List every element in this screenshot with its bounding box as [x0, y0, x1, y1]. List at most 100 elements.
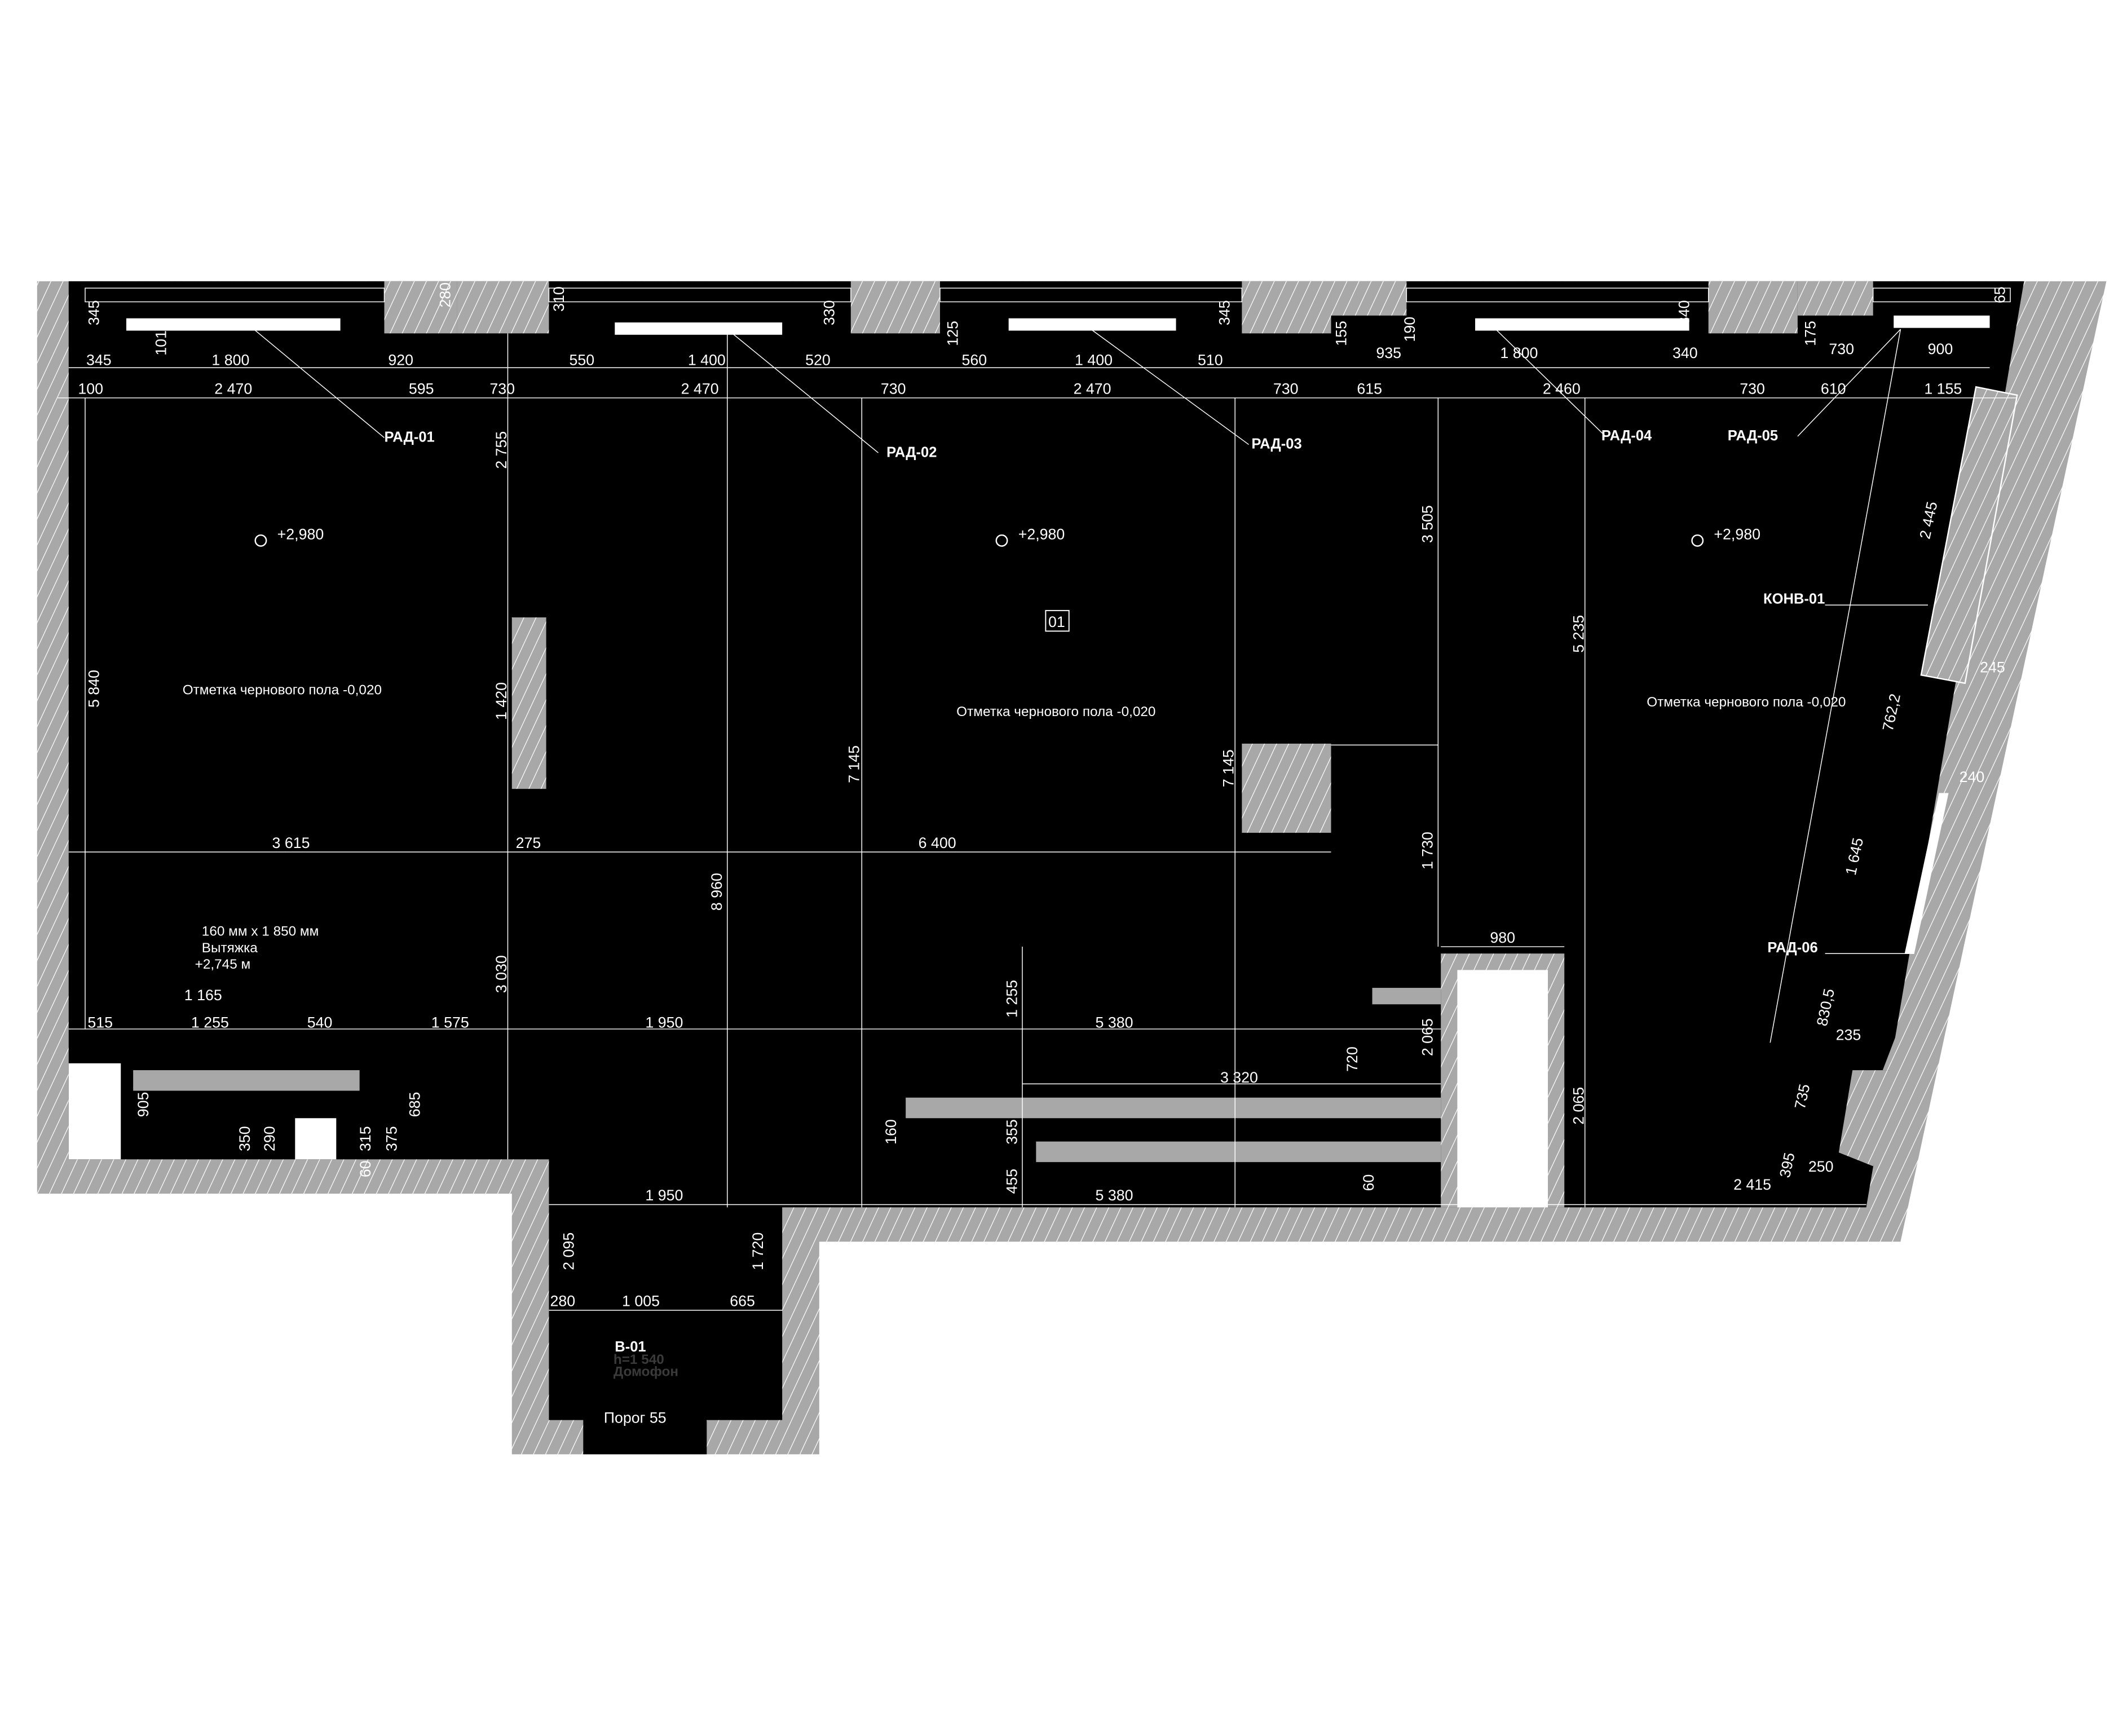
- hood-name: Вытяжка: [202, 940, 258, 956]
- dimension-label: 2 460: [1543, 380, 1581, 397]
- dimension-label: 2 065: [1419, 1018, 1436, 1056]
- dimension-label: 685: [407, 1092, 423, 1117]
- dimension-label: 330: [821, 300, 838, 325]
- tag-rad-06: РАД-06: [1767, 940, 1817, 956]
- dimension-label: 1 255: [191, 1014, 229, 1031]
- dimension-label: 730: [1740, 380, 1765, 397]
- dimension-label: 900: [1928, 341, 1953, 357]
- niche: [68, 1063, 121, 1160]
- dimension-label: 550: [570, 351, 595, 368]
- dimension-lines: [58, 329, 2018, 1311]
- dimension-label: 1 165: [184, 987, 222, 1004]
- hood-height: +2,745 м: [195, 957, 251, 972]
- windows: [85, 288, 2011, 303]
- dimension-label: 7 145: [845, 745, 862, 783]
- dimension-label: 310: [550, 286, 567, 312]
- intercom-tag: В-01: [615, 1339, 646, 1355]
- radiator-02: [615, 322, 783, 335]
- radiators: [126, 315, 1990, 954]
- shaft: [1457, 970, 1548, 1208]
- dimension-label: 905: [135, 1092, 152, 1117]
- tag-rad-04: РАД-04: [1601, 428, 1652, 444]
- dimension-label: 5 840: [85, 670, 102, 708]
- dimension-label: 175: [1802, 321, 1819, 346]
- tag-rad-01: РАД-01: [384, 430, 434, 445]
- dimension-label: 2 470: [1074, 380, 1111, 397]
- dimension-label: 3 320: [1220, 1069, 1258, 1086]
- dimension-label: 235: [1836, 1027, 1861, 1044]
- dimension-label: 1 400: [1075, 351, 1113, 368]
- dimension-label: 510: [1198, 351, 1223, 368]
- dimension-label: 1 575: [431, 1014, 469, 1031]
- dimension-label: 315: [357, 1126, 374, 1151]
- ceiling-mark: +2,980: [1714, 525, 1760, 542]
- dimension-label: 540: [307, 1014, 333, 1031]
- dimension-label: 340: [1676, 300, 1693, 325]
- dimension-label: 2 415: [1733, 1176, 1771, 1193]
- column: [1242, 743, 1331, 833]
- dimension-label: 455: [1003, 1169, 1020, 1194]
- dimension-label: 5 380: [1096, 1014, 1133, 1031]
- dimension-label: 1 720: [749, 1233, 766, 1270]
- dimension-label: 1 950: [645, 1014, 683, 1031]
- dimension-label: 245: [1980, 659, 2005, 675]
- dimension-label: 340: [1673, 344, 1698, 361]
- dimension-label: 1 005: [622, 1293, 660, 1310]
- floor-mark: Отметка чернового пола -0,020: [183, 682, 382, 697]
- dimension-label: 3 030: [493, 955, 510, 993]
- ceiling-mark: +2,980: [277, 525, 324, 542]
- dimension-label: 125: [945, 321, 961, 346]
- intercom-height: h=1 540: [614, 1352, 664, 1367]
- dimension-label: 1 255: [1003, 980, 1020, 1018]
- radiator-01: [126, 318, 341, 331]
- dims-vertical: 2 755 5 840 1 420 7 145 7 145 3 505 5 23…: [85, 431, 1587, 1270]
- dimension-label: 290: [261, 1126, 278, 1151]
- dimension-label: 100: [78, 380, 103, 397]
- dimension-label: 515: [87, 1014, 113, 1031]
- dimension-label: 920: [388, 351, 413, 368]
- dimension-label: 1 400: [688, 351, 726, 368]
- dimension-label: 720: [1344, 1046, 1361, 1072]
- dimension-label: 1 950: [645, 1187, 683, 1204]
- dimension-label: 5 235: [1570, 615, 1587, 653]
- dimension-label: 1 730: [1419, 832, 1436, 869]
- dimension-label: 980: [1490, 929, 1515, 946]
- dimension-label: 155: [1332, 321, 1349, 346]
- dimension-label: 595: [409, 380, 434, 397]
- partition-stub: [511, 617, 546, 789]
- dimension-label: 935: [1376, 344, 1401, 361]
- tag-rad-03: РАД-03: [1251, 436, 1301, 452]
- dimension-label: 1 420: [493, 682, 510, 720]
- dimension-label: 375: [383, 1126, 400, 1151]
- dimension-label: 730: [881, 380, 906, 397]
- dimension-label: 60: [1360, 1174, 1377, 1191]
- dimension-label: 8 960: [708, 873, 725, 911]
- radiator-03: [1008, 318, 1176, 331]
- dimension-label: 160: [882, 1119, 899, 1145]
- radiator-05: [1894, 315, 1990, 328]
- tag-rad-05: РАД-05: [1728, 428, 1778, 444]
- radiator-04: [1475, 318, 1689, 331]
- dimension-label: 240: [1960, 768, 1985, 785]
- floor-mark: Отметка чернового пола -0,020: [956, 704, 1155, 719]
- floor-mark: Отметка чернового пола -0,020: [1647, 695, 1846, 710]
- hood-size: 160 мм х 1 850 мм: [202, 924, 319, 939]
- floor-area: [68, 281, 2024, 1455]
- ceiling-marks: +2,980 +2,980 +2,980: [254, 525, 1760, 547]
- dimension-label: 350: [236, 1126, 253, 1151]
- dimension-label: 730: [489, 380, 515, 397]
- dimension-label: 730: [1829, 341, 1854, 357]
- tag-rad-02: РАД-02: [886, 444, 937, 460]
- dimension-label: 345: [86, 351, 112, 368]
- dimension-label: 665: [730, 1293, 755, 1310]
- convector-01: [1920, 386, 2018, 684]
- dimension-label: 2 470: [214, 380, 252, 397]
- dimension-label: 65: [1991, 286, 2008, 303]
- ceiling-mark: +2,980: [1018, 525, 1065, 542]
- dimension-label: 615: [1357, 380, 1382, 397]
- dimension-label: 355: [1003, 1119, 1020, 1145]
- tag-konv-01: КОНВ-01: [1763, 591, 1825, 607]
- dims-small-vertical: 345 101 280 310 330 125 345 155 190 340 …: [85, 282, 2008, 356]
- threshold-label: Порог 55: [604, 1409, 667, 1426]
